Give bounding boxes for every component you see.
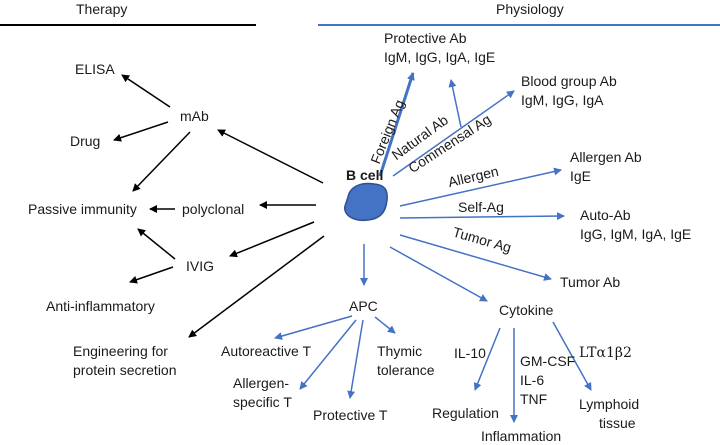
ivig-label: IVIG xyxy=(186,258,215,274)
arrow-apc-to-thymic xyxy=(374,316,396,334)
arrow-ivig-to-passive xyxy=(137,228,176,260)
auto-ab-label: Auto-Ab xyxy=(580,207,631,223)
protective-ab-label: Protective Ab xyxy=(384,30,467,46)
il6-label: IL-6 xyxy=(520,372,545,388)
arrow-commensal-ag xyxy=(392,90,515,177)
lymphoid-label-line1: Lymphoid xyxy=(579,396,640,412)
cytokine-label: Cytokine xyxy=(499,302,554,318)
elisa-label: ELISA xyxy=(75,61,115,77)
arrow-natural-ab xyxy=(448,79,462,128)
inflammation-label: Inflammation xyxy=(481,428,562,444)
anti-inflammatory-label: Anti-inflammatory xyxy=(46,298,155,314)
physiology-header: Physiology xyxy=(496,1,564,17)
tumor-ab-label: Tumor Ab xyxy=(560,274,621,290)
thymic-label-line2: tolerance xyxy=(377,362,435,378)
il10-label: IL-10 xyxy=(454,345,486,361)
arrow-self-ag xyxy=(399,212,565,221)
blood-group-ab-label: Blood group Ab xyxy=(521,73,617,89)
arrow-allergen xyxy=(399,167,562,207)
autoreactive-t-label: Autoreactive T xyxy=(221,343,312,359)
arrow-ivig-to-antiinflammatory xyxy=(129,266,174,284)
arrow-foreign-ag xyxy=(378,72,415,177)
arrow-bcell-to-mab xyxy=(217,129,324,184)
allergen-specific-t-line1: Allergen- xyxy=(233,375,290,391)
arrow-apc-to-allergen-specific xyxy=(299,319,357,390)
therapy-header: Therapy xyxy=(76,1,128,17)
arrow-bcell-to-engineering xyxy=(188,235,325,338)
protective-ab-isotypes: IgM, IgG, IgA, IgE xyxy=(384,49,496,65)
arrow-apc-to-autoreactive xyxy=(274,315,353,340)
b-cell-shape xyxy=(344,182,388,222)
allergen-ab-label: Allergen Ab xyxy=(570,149,642,165)
auto-ab-isotypes: IgG, IgM, IgA, IgE xyxy=(580,226,692,242)
arrow-cytokine-to-regulation xyxy=(473,327,501,391)
allergen-ab-isotypes: IgE xyxy=(570,168,592,184)
arrow-mab-to-passive xyxy=(132,131,191,192)
blood-group-ab-isotypes: IgM, IgG, IgA xyxy=(521,92,604,108)
arrow-mab-to-drug xyxy=(113,121,169,142)
tnf-label: TNF xyxy=(520,391,548,407)
protective-t-label: Protective T xyxy=(313,407,388,423)
engineering-label-line1: Engineering for xyxy=(73,343,168,359)
arrow-apc-to-protective-t xyxy=(347,319,364,399)
arrow-cytokine-to-lymphoid xyxy=(552,321,592,391)
arrow-tumor-ag xyxy=(399,234,552,281)
arrow-bcell-to-ivig xyxy=(229,221,315,258)
passive-immunity-label: Passive immunity xyxy=(28,201,137,217)
arrow-mab-to-elisa xyxy=(121,74,171,108)
mab-label: mAb xyxy=(180,108,209,124)
edge-label-self-ag: Self-Ag xyxy=(458,199,504,215)
b-cell-label: B cell xyxy=(346,167,384,183)
lta1b2-label: LTα1β2 xyxy=(579,345,632,361)
regulation-label: Regulation xyxy=(432,405,499,421)
allergen-specific-t-line2: specific T xyxy=(233,394,292,410)
engineering-label-line2: protein secretion xyxy=(73,362,177,378)
polyclonal-label: polyclonal xyxy=(182,201,245,217)
lymphoid-label-line2: tissue xyxy=(599,415,636,431)
thymic-label-line1: Thymic xyxy=(377,343,423,359)
arrow-bcell-to-cytokine xyxy=(389,246,488,302)
apc-label: APC xyxy=(349,298,378,314)
drug-label: Drug xyxy=(70,133,101,149)
gmcsf-label: GM-CSF xyxy=(520,353,576,369)
